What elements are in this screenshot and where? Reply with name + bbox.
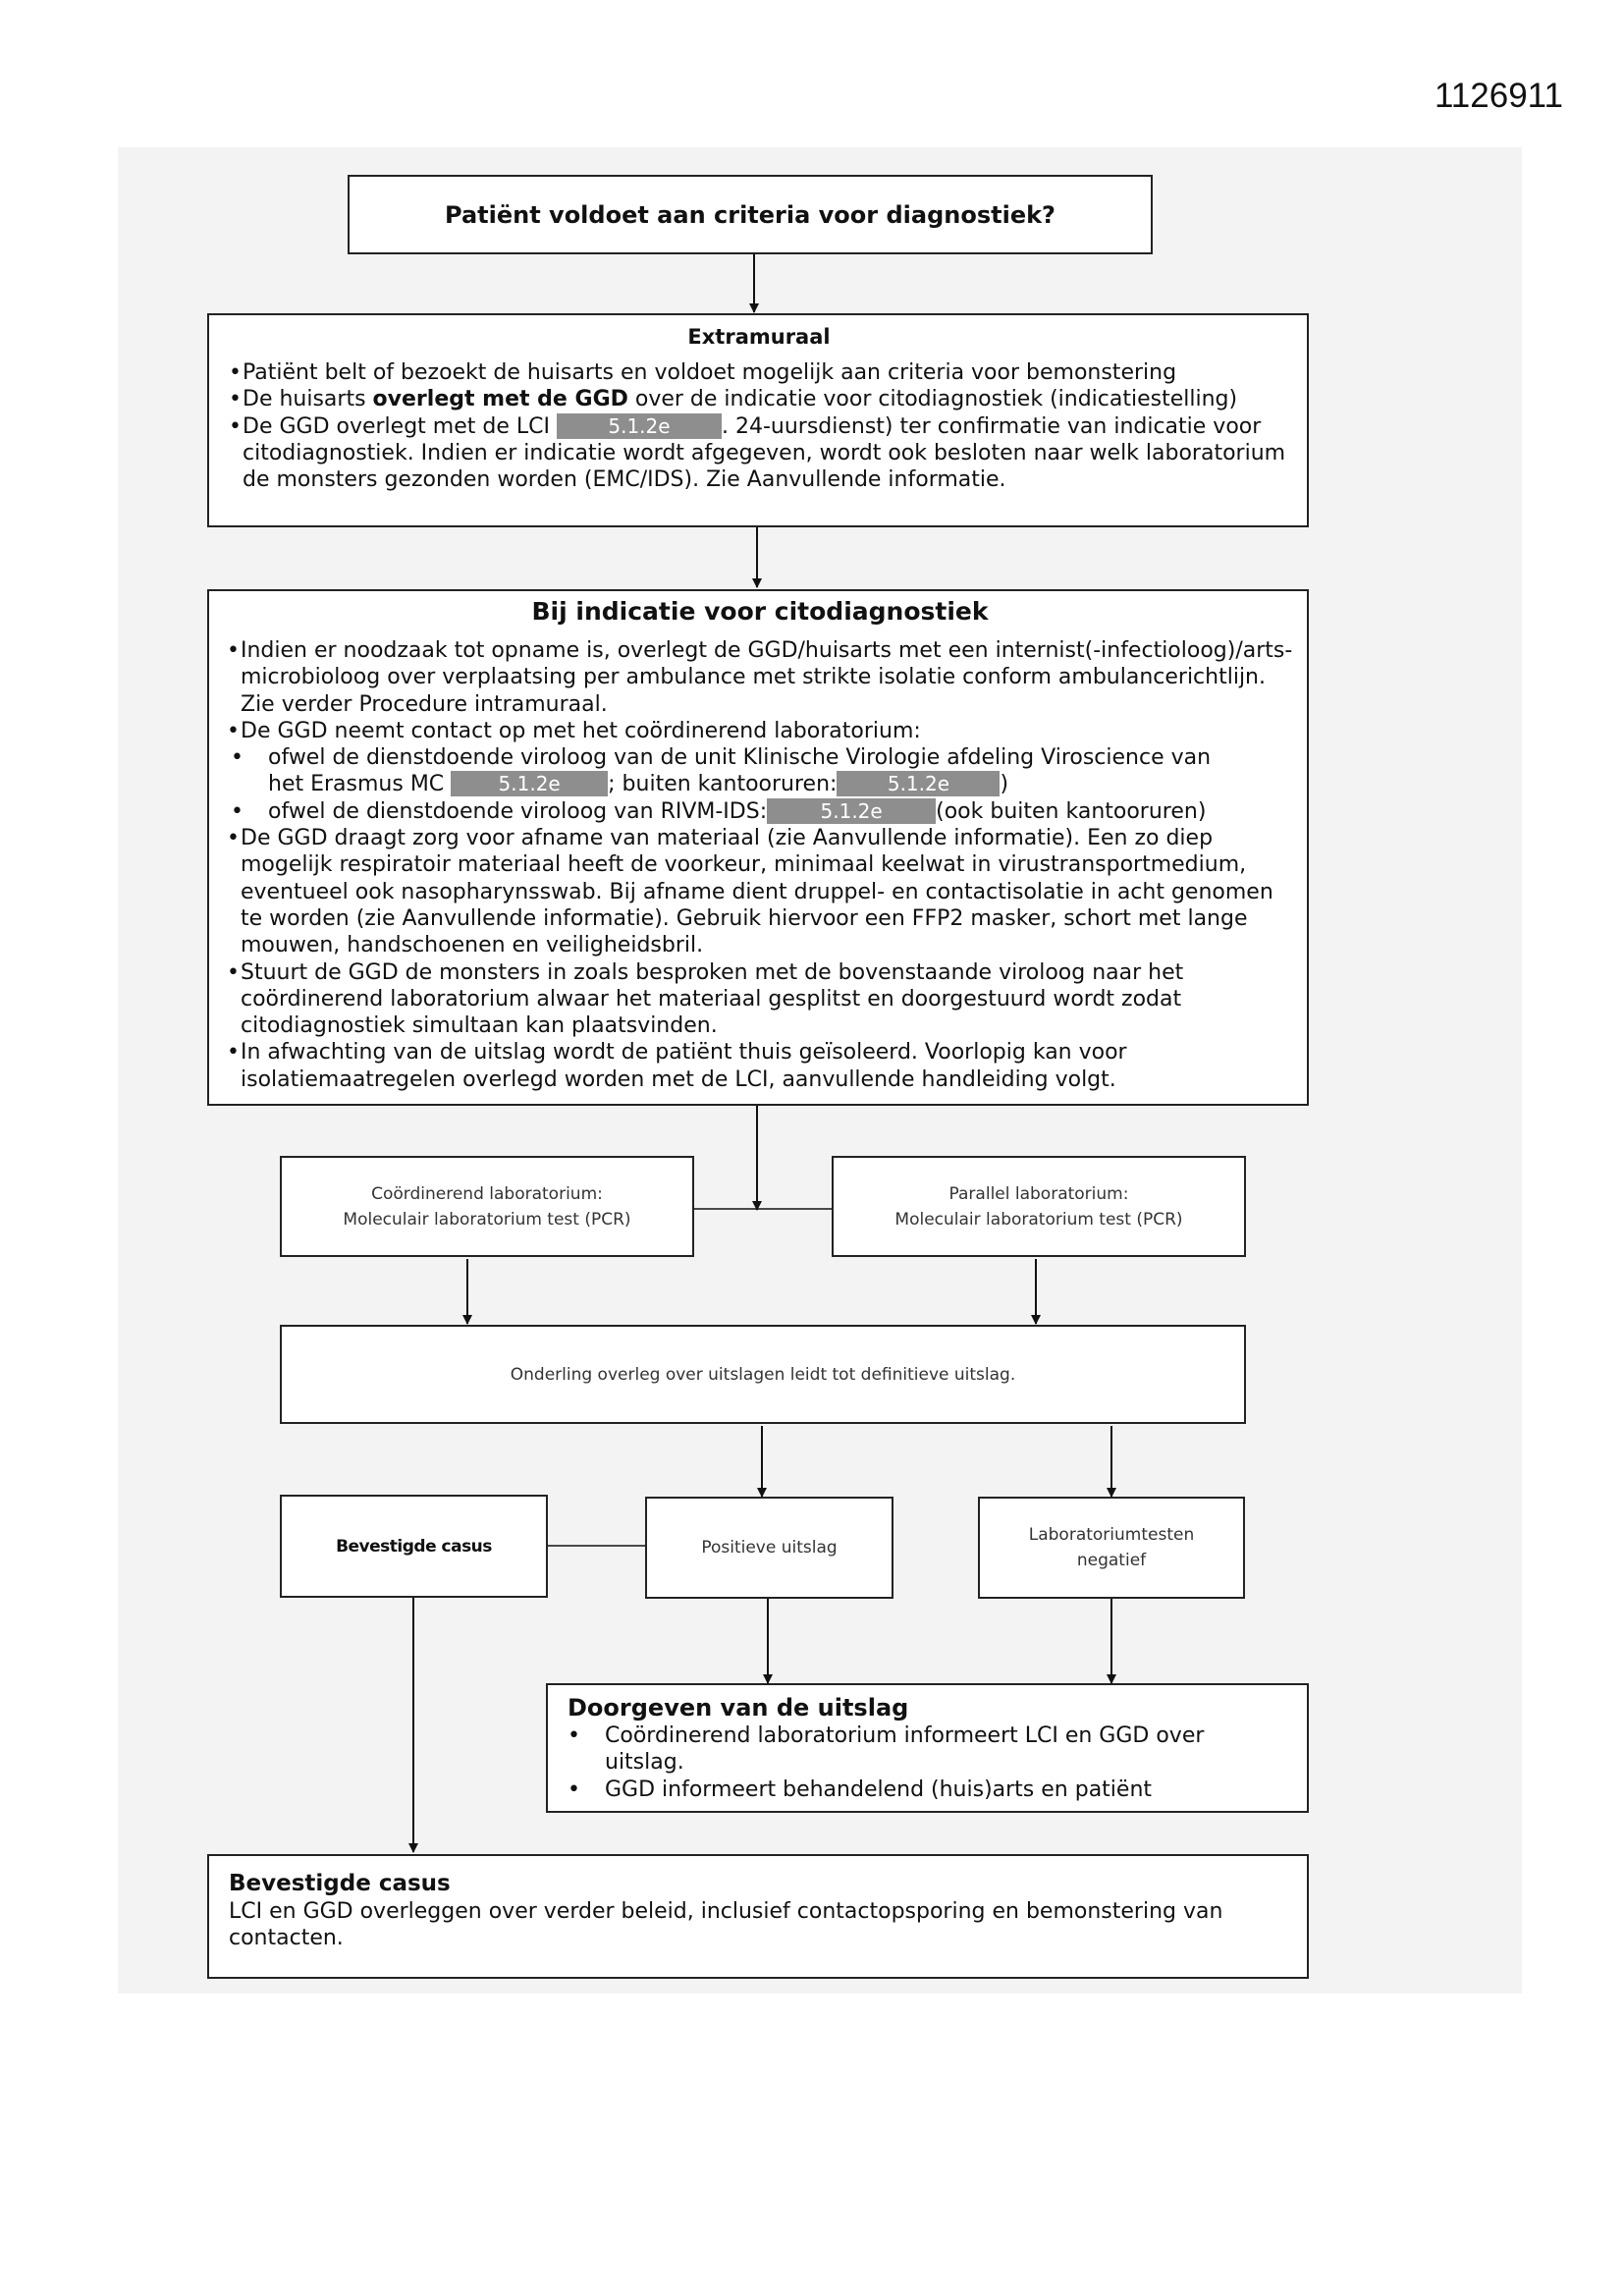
indication-sub-2: • ofwel de dienstdoende viroloog van RIV… (231, 797, 1207, 824)
negative-result-line1: Laboratoriumtesten (1028, 1525, 1195, 1545)
question-box: Patiënt voldoet aan criteria voor diagno… (348, 175, 1153, 254)
pass-result-box: Doorgeven van de uitslag •Coördinerend l… (546, 1683, 1309, 1813)
extramural-bullet-2: • De huisarts overlegt met de GGD over d… (229, 387, 1238, 412)
extramural-title: Extramuraal (687, 325, 831, 349)
indication-sub-1: • ofwel de dienstdoende viroloog van de … (231, 745, 1212, 797)
indication-bullet-1: •Indien er noodzaak tot opname is, overl… (227, 638, 1293, 717)
consultation-text: Onderling overleg over uitslagen leidt t… (510, 1364, 1016, 1385)
redaction-block: 5.1.2e (837, 771, 1001, 797)
consultation-box: Onderling overleg over uitslagen leidt t… (280, 1325, 1246, 1424)
document-number: 1126911 (1434, 77, 1563, 115)
confirmed-case-box: Bevestigde casus LCI en GGD overleggen o… (207, 1854, 1309, 1979)
extramural-bullet-1: •Patiënt belt of bezoekt de huisarts en … (229, 360, 1177, 385)
indication-bullet-4: •Stuurt de GGD de monsters in zoals besp… (227, 959, 1184, 1039)
positive-result-box: Positieve uitslag (645, 1497, 893, 1599)
redaction-block: 5.1.2e (767, 797, 937, 824)
parallel-lab-line1: Parallel laboratorium: (948, 1183, 1129, 1204)
confirmed-case-text: LCI en GGD overleggen over verder beleid… (229, 1899, 1223, 1950)
redaction-block: 5.1.2e (451, 771, 609, 797)
indication-box: Bij indicatie voor citodiagnostiek •Indi… (207, 589, 1309, 1106)
question-text: Patiënt voldoet aan criteria voor diagno… (445, 200, 1056, 229)
coordinating-lab-line1: Coördinerend laboratorium: (371, 1183, 603, 1204)
parallel-lab-line2: Moleculair laboratorium test (PCR) (894, 1209, 1183, 1230)
negative-result-box: Laboratoriumtesten negatief (978, 1497, 1245, 1599)
extramural-box: Extramuraal •Patiënt belt of bezoekt de … (207, 313, 1309, 527)
pass-result-item-2: •GGD informeert behandelend (huis)arts e… (568, 1777, 1153, 1802)
coordinating-lab-box: Coördinerend laboratorium: Moleculair la… (280, 1156, 694, 1257)
indication-bullet-5: •In afwachting van de uitslag wordt de p… (227, 1040, 1127, 1092)
pass-result-title: Doorgeven van de uitslag (568, 1694, 909, 1722)
redaction-block: 5.1.2e (556, 412, 722, 439)
confirmed-case-small-text: Bevestigde casus (336, 1536, 492, 1557)
parallel-lab-box: Parallel laboratorium: Moleculair labora… (832, 1156, 1246, 1257)
extramural-bullet-3: • De GGD overlegt met de LCI 5.1.2e. 24-… (229, 412, 1286, 493)
confirmed-case-title: Bevestigde casus (229, 1871, 451, 1896)
confirmed-case-small-box: Bevestigde casus (280, 1495, 548, 1598)
indication-bullet-3: •De GGD draagt zorg voor afname van mate… (227, 826, 1273, 958)
indication-bullet-2: •De GGD neemt contact op met het coördin… (227, 718, 921, 743)
negative-result-line2: negatief (1076, 1551, 1147, 1570)
positive-result-text: Positieve uitslag (701, 1538, 838, 1558)
pass-result-item-1: •Coördinerend laboratorium informeert LC… (568, 1723, 1205, 1776)
indication-title: Bij indicatie voor citodiagnostiek (531, 597, 989, 626)
coordinating-lab-line2: Moleculair laboratorium test (PCR) (343, 1209, 631, 1230)
